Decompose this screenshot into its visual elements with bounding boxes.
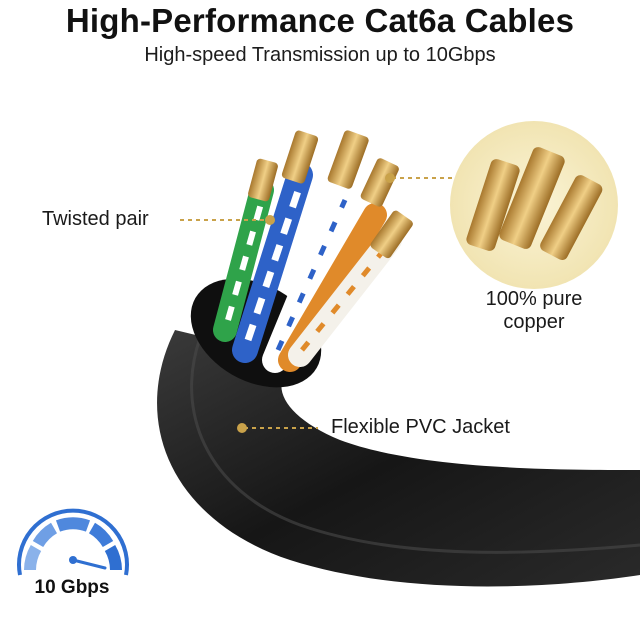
callout-copper-line1: 100% pure xyxy=(485,288,583,310)
callout-copper-line2: copper xyxy=(503,311,565,333)
twisted-wires xyxy=(213,162,402,373)
callout-jacket-label: Flexible PVC Jacket xyxy=(331,416,510,438)
callout-copper-label: 100% pure copper xyxy=(474,288,594,334)
callout-jacket xyxy=(237,423,318,433)
page-title: High-Performance Cat6a Cables xyxy=(65,2,575,39)
speed-gauge-icon xyxy=(17,508,129,576)
speed-badge-label: 10 Gbps xyxy=(34,577,110,598)
copper-tips xyxy=(248,130,413,259)
callout-twisted-pair-label: Twisted pair xyxy=(42,208,149,230)
callout-twisted xyxy=(180,215,275,225)
callout-copper xyxy=(385,173,455,183)
page-subtitle: High-speed Transmission up to 10Gbps xyxy=(144,44,496,66)
copper-zoom-circle xyxy=(450,121,618,289)
